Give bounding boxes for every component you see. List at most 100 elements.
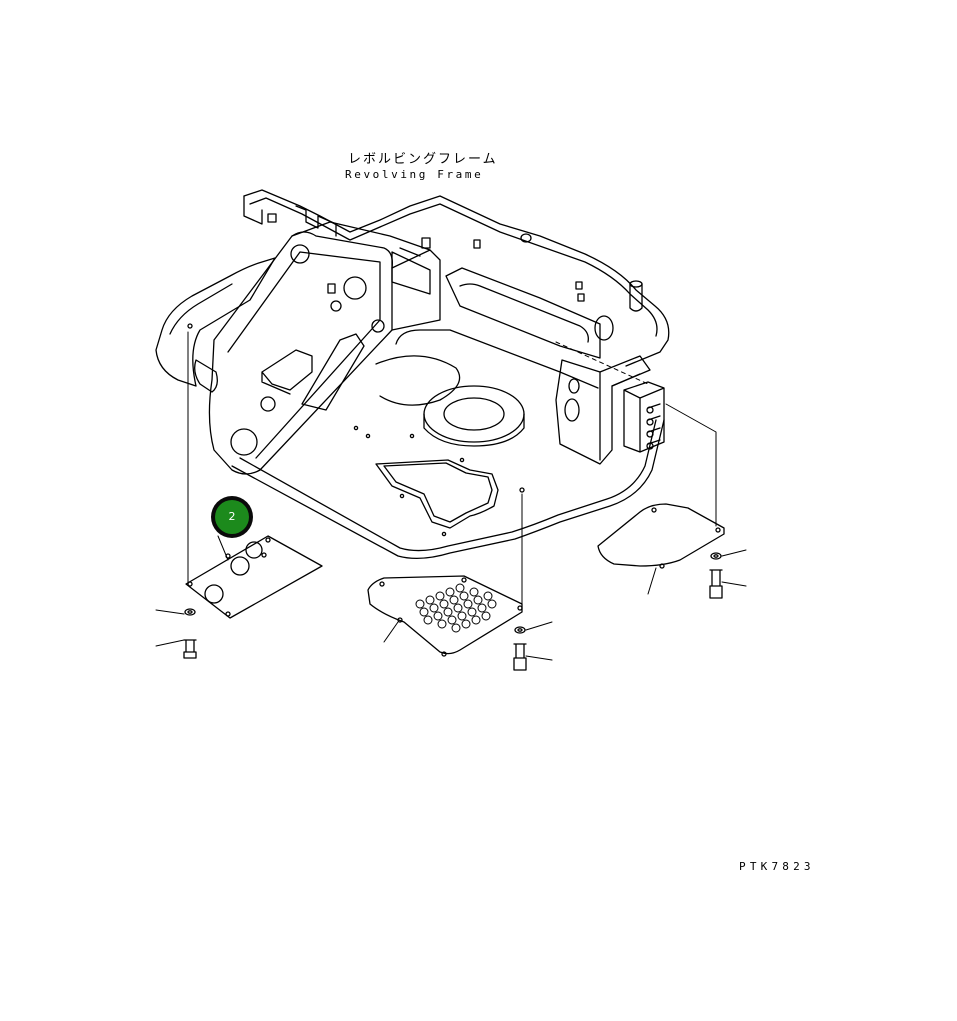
cover-bolt-hole (226, 612, 230, 616)
bracket-hole (344, 277, 366, 299)
bracket-hole (291, 245, 309, 263)
bolt-leader (526, 656, 552, 660)
frame-stub (422, 238, 430, 248)
frame-boss (521, 234, 531, 242)
floor-hole (410, 434, 413, 437)
frame-back-corner (244, 196, 262, 224)
frame-cavity-wall (446, 268, 600, 358)
alignment-line (666, 404, 716, 526)
frame-stub (474, 240, 480, 248)
bracket-hole-large (231, 429, 257, 455)
cover-bolt-hole (462, 578, 466, 582)
bolt (514, 644, 526, 670)
frame-stub (576, 282, 582, 289)
swing-bearing-outer (424, 386, 524, 442)
frame-title-english: Revolving Frame (345, 168, 484, 181)
cover-perforation-grid (416, 584, 496, 632)
part-leader (648, 568, 656, 594)
undercover-right-plate (598, 504, 724, 566)
frame-cavity-inner (460, 284, 588, 342)
revolving-frame (156, 190, 669, 558)
floor-hole (400, 494, 403, 497)
washer-leader (156, 610, 184, 614)
bolt (184, 640, 196, 658)
frame-floor-arc (376, 356, 460, 405)
cover-bolt-hole (716, 528, 720, 532)
frame-nut (268, 214, 276, 222)
frame-floor-outline (232, 420, 664, 558)
undercover-left-plate (186, 536, 322, 618)
cover-bolt-hole (518, 606, 522, 610)
part-callout-number: 2 (215, 500, 249, 534)
valve-fitting (647, 431, 653, 437)
bracket-block (328, 284, 335, 293)
valve-fittings (648, 404, 660, 444)
washer-hole (714, 555, 718, 557)
frame-left-bulge-inner (170, 284, 232, 334)
bracket-hole (261, 397, 275, 411)
beam-hole (595, 316, 613, 340)
cover-bolt-hole (652, 508, 656, 512)
washer (711, 553, 721, 559)
bolt-leader (156, 640, 184, 646)
beam-hole (565, 399, 579, 421)
frame-title-japanese: レボルビングフレーム (348, 152, 498, 167)
frame-mount-hole (520, 488, 524, 492)
frame-post-top (630, 281, 642, 287)
bolt (710, 570, 722, 598)
undercover-center-plate (368, 576, 522, 654)
washer-leader (526, 622, 552, 630)
boom-bracket-top (292, 222, 430, 250)
part-leader (384, 622, 398, 642)
cover-bolt-hole (188, 582, 192, 586)
frame-left-bulge (156, 258, 275, 386)
frame-mount-hole (188, 324, 192, 328)
frame-right-beam-edge (600, 372, 640, 460)
cover-bolt-hole (380, 582, 384, 586)
frame-pivot-cylinder (195, 360, 218, 392)
frame-back-rail (244, 190, 669, 366)
boom-bracket-left-plate-edge (228, 252, 380, 458)
cover-hole-large (205, 585, 223, 603)
floor-hole (442, 532, 445, 535)
floor-hole (354, 426, 357, 429)
boom-bracket-left-plate (209, 232, 392, 474)
frame-cavity-outline (396, 330, 598, 388)
swing-bearing-inner (444, 398, 504, 430)
bolt-leader (722, 582, 746, 586)
valve-fitting (647, 419, 653, 425)
undercover-left (156, 324, 322, 658)
cover-bolt-hole (266, 538, 270, 542)
frame-back-rail-inner (250, 198, 657, 336)
floor-hole (460, 458, 463, 461)
frame-centerline (556, 342, 648, 384)
washer-hole (188, 611, 192, 613)
frame-back-bracket (296, 206, 336, 236)
swing-bearing-side (424, 414, 524, 446)
cover-bolt-hole (398, 618, 402, 622)
frame-cross-beam (392, 248, 430, 294)
washer (515, 627, 525, 633)
cover-hole-large (246, 542, 262, 558)
bracket-cutout (302, 334, 364, 410)
washer (185, 609, 195, 615)
frame-right-beam (556, 356, 650, 464)
bracket-hole (372, 320, 384, 332)
undercover-center (368, 488, 552, 670)
frame-floor-inner-edge (240, 420, 656, 551)
callout-leader (218, 536, 228, 560)
undercover-right (598, 404, 746, 598)
boom-bracket-right-plate (392, 250, 440, 330)
frame-post (630, 284, 642, 311)
washer-leader (722, 550, 746, 556)
beam-hole (569, 379, 579, 393)
valve-fitting (647, 407, 653, 413)
cover-hole-large (231, 557, 249, 575)
cover-bolt-hole (262, 553, 266, 557)
drawing-number: PTK7823 (739, 860, 815, 873)
cover-bolt-hole (442, 652, 446, 656)
part-callout-2[interactable]: 2 (211, 496, 253, 538)
frame-access-cover-inner (384, 463, 492, 522)
